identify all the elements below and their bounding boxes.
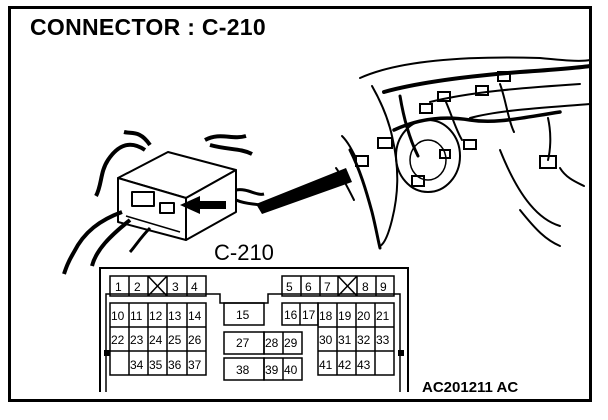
pin-33: 33 — [376, 333, 390, 347]
pin-18: 18 — [319, 309, 333, 323]
pin-35: 35 — [149, 358, 163, 372]
pin-4: 4 — [191, 280, 198, 294]
pin-40: 40 — [284, 363, 298, 377]
pin-2: 2 — [134, 280, 141, 294]
pin-23: 23 — [130, 333, 144, 347]
pin-37: 37 — [188, 358, 202, 372]
pin-24: 24 — [149, 333, 163, 347]
pin-39: 39 — [265, 363, 279, 377]
pin-3: 3 — [172, 280, 179, 294]
insertion-arrow — [180, 168, 352, 214]
pin-14: 14 — [188, 309, 202, 323]
pin-20: 20 — [357, 309, 371, 323]
pin-42: 42 — [338, 358, 352, 372]
pin-21: 21 — [376, 309, 390, 323]
pointer-arrow — [256, 168, 352, 214]
connector-outer-shell — [99, 267, 409, 392]
pin-38: 38 — [236, 363, 250, 377]
pin-1: 1 — [115, 280, 122, 294]
pin-12: 12 — [149, 309, 163, 323]
pin-11: 11 — [130, 309, 143, 323]
pin-28: 28 — [265, 336, 279, 350]
pin-19: 19 — [338, 309, 352, 323]
pin-8: 8 — [362, 280, 369, 294]
pin-25: 25 — [168, 333, 182, 347]
pin-32: 32 — [357, 333, 371, 347]
pin-7: 7 — [324, 280, 331, 294]
pin-26: 26 — [188, 333, 202, 347]
pin-labels: 1 2 3 4 5 6 7 8 9 10 11 12 13 14 15 16 1… — [111, 280, 390, 377]
pin-10: 10 — [111, 309, 125, 323]
vehicle-harness-illustration — [335, 56, 592, 250]
pin-31: 31 — [338, 333, 352, 347]
pin-43: 43 — [357, 358, 371, 372]
connector-face — [99, 267, 409, 392]
pin-27: 27 — [236, 336, 250, 350]
diagram-title: CONNECTOR : C-210 — [30, 14, 266, 40]
pin-9: 9 — [380, 280, 387, 294]
pin-17: 17 — [302, 308, 316, 322]
pin-5: 5 — [286, 280, 293, 294]
diagram-frame — [8, 6, 592, 402]
pin-15: 15 — [236, 308, 250, 322]
connector-label: C-210 — [214, 240, 274, 265]
pin-36: 36 — [168, 358, 182, 372]
pin-16: 16 — [284, 308, 298, 322]
pin-29: 29 — [284, 336, 298, 350]
pin-22: 22 — [111, 333, 125, 347]
pin-30: 30 — [319, 333, 333, 347]
pin-34: 34 — [130, 358, 144, 372]
pin-6: 6 — [305, 280, 312, 294]
pin-41: 41 — [319, 358, 333, 372]
figure-code: AC201211 AC — [422, 379, 519, 396]
pin-13: 13 — [168, 309, 182, 323]
